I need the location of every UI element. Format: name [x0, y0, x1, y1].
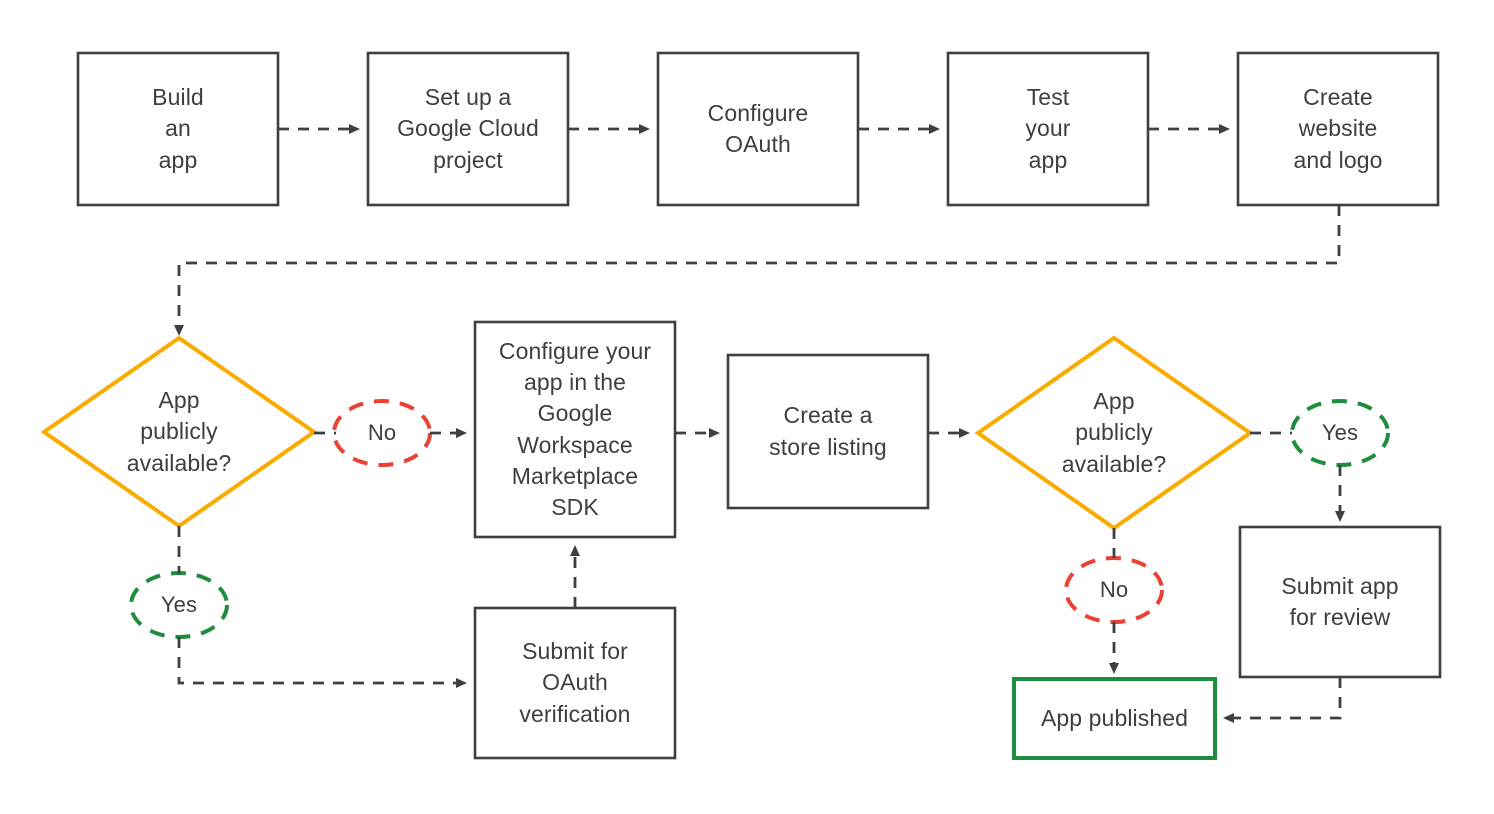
edge-label-oval-yes-1	[129, 571, 229, 639]
node-configure-app-sdk[interactable]	[473, 320, 677, 539]
node-submit-app-for-review[interactable]	[1238, 525, 1442, 679]
node-app-publicly-available-1[interactable]	[40, 335, 318, 529]
node-set-up-google-cloud[interactable]	[366, 51, 570, 207]
edge-review-to-published	[1223, 677, 1342, 723]
node-build-an-app[interactable]	[76, 51, 280, 207]
node-app-published[interactable]	[1012, 677, 1217, 760]
node-submit-oauth-verification[interactable]	[473, 606, 677, 760]
node-app-publicly-available-2[interactable]	[974, 335, 1254, 531]
node-test-your-app[interactable]	[946, 51, 1150, 207]
edge-label-oval-yes-2	[1290, 399, 1390, 467]
edge-website-to-diamond1	[174, 205, 1341, 336]
node-configure-oauth[interactable]	[656, 51, 860, 207]
node-create-store-listing[interactable]	[726, 353, 930, 510]
edge-label-oval-no-1	[332, 399, 432, 467]
node-create-website-and-logo[interactable]	[1236, 51, 1440, 207]
edge-diamond1-yes-to-oauth	[177, 637, 467, 688]
edge-label-oval-no-2	[1064, 556, 1164, 624]
